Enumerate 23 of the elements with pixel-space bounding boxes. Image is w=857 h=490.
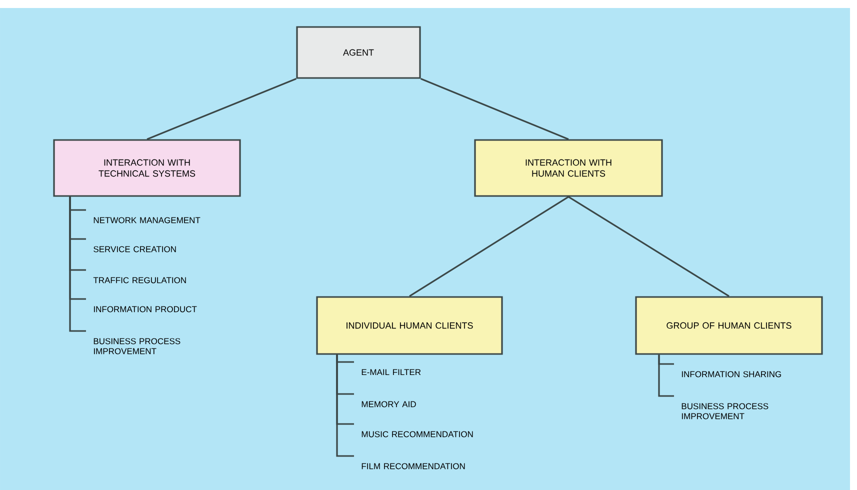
list-item: E-MAIL FILTER [362,369,421,376]
connector-line [420,78,569,140]
list-item: SERVICE CREATION [94,246,176,252]
list-item: BUSINESS PROCESS IMPROVEMENT [94,338,180,354]
connector-line [658,354,674,397]
list-item: BUSINESS PROCESS IMPROVEMENT [682,403,768,420]
list-item: INFORMATION SHARING [682,371,781,378]
category-box: AGENT [296,26,421,79]
connector-line [568,196,730,297]
category-box: INTERACTION WITH TECHNICAL SYSTEMS [53,139,241,197]
list-item: TRAFFIC REGULATION [93,277,186,284]
category-box: INDIVIDUAL HUMAN CLIENTS [316,296,503,355]
category-box: GROUP OF HUMAN CLIENTS [635,296,823,355]
list-item: MUSIC RECOMMENDATION [362,431,473,438]
category-box: INTERACTION WITH HUMAN CLIENTS [474,139,663,197]
list-item: NETWORK MANAGEMENT [94,217,200,224]
connector-line [146,78,296,140]
list-item: FILM RECOMMENDATION [362,463,465,470]
connector-line [69,196,86,332]
list-item: MEMORY AID [362,401,416,408]
list-item: INFORMATION PRODUCT [94,306,197,312]
connector-line [409,196,569,297]
connector-line [336,354,354,457]
